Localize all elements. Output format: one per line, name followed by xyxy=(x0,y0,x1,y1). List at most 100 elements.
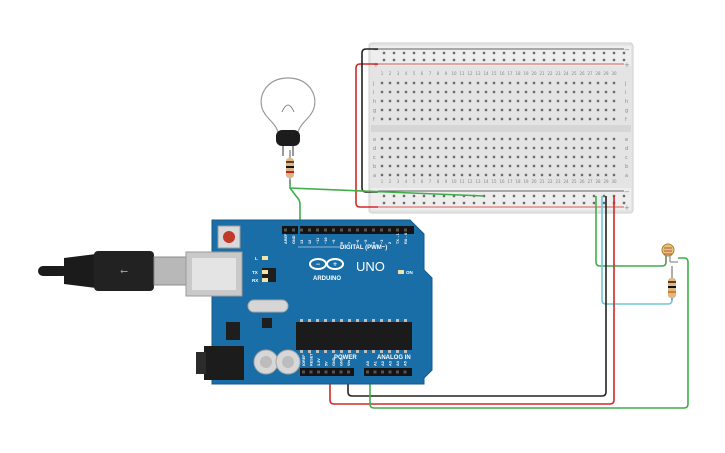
breadboard-hole[interactable] xyxy=(484,146,488,150)
breadboard-hole[interactable] xyxy=(460,146,464,150)
breadboard-hole[interactable] xyxy=(436,155,440,159)
breadboard-hole[interactable] xyxy=(596,164,600,168)
breadboard-hole[interactable] xyxy=(564,108,568,112)
rail-hole[interactable] xyxy=(482,58,486,62)
breadboard-hole[interactable] xyxy=(444,99,448,103)
rail-hole[interactable] xyxy=(492,58,496,62)
breadboard-hole[interactable] xyxy=(540,99,544,103)
rail-hole[interactable] xyxy=(422,201,426,205)
breadboard-hole[interactable] xyxy=(484,108,488,112)
breadboard-hole[interactable] xyxy=(444,117,448,121)
rail-hole[interactable] xyxy=(462,58,466,62)
breadboard-hole[interactable] xyxy=(556,99,560,103)
breadboard-hole[interactable] xyxy=(580,173,584,177)
green-a0-wire[interactable] xyxy=(369,257,689,409)
breadboard-hole[interactable] xyxy=(604,99,608,103)
rail-hole[interactable] xyxy=(392,194,396,198)
breadboard-hole[interactable] xyxy=(580,155,584,159)
breadboard-hole[interactable] xyxy=(500,164,504,168)
digital-header-left[interactable] xyxy=(282,226,298,234)
breadboard-hole[interactable] xyxy=(452,173,456,177)
rail-hole[interactable] xyxy=(582,51,586,55)
header-hole[interactable] xyxy=(309,370,313,374)
breadboard-hole[interactable] xyxy=(516,81,520,85)
header-hole[interactable] xyxy=(317,370,320,374)
breadboard-hole[interactable] xyxy=(412,164,416,168)
breadboard-hole[interactable] xyxy=(604,173,608,177)
rail-hole[interactable] xyxy=(512,58,516,62)
breadboard-hole[interactable] xyxy=(500,173,504,177)
header-hole[interactable] xyxy=(388,228,391,232)
breadboard-hole[interactable] xyxy=(468,173,472,177)
breadboard-hole[interactable] xyxy=(388,164,392,168)
breadboard-hole[interactable] xyxy=(388,173,392,177)
breadboard-hole[interactable] xyxy=(396,146,400,150)
breadboard-hole[interactable] xyxy=(444,164,448,168)
breadboard-hole[interactable] xyxy=(484,81,488,85)
breadboard-hole[interactable] xyxy=(396,117,400,121)
breadboard-hole[interactable] xyxy=(604,81,608,85)
header-hole[interactable] xyxy=(292,228,295,232)
breadboard-hole[interactable] xyxy=(484,137,488,141)
breadboard-hole[interactable] xyxy=(484,155,488,159)
header-hole[interactable] xyxy=(366,370,369,374)
rail-hole[interactable] xyxy=(612,51,616,55)
rail-hole[interactable] xyxy=(592,51,596,55)
breadboard-hole[interactable] xyxy=(436,146,440,150)
breadboard-hole[interactable] xyxy=(516,155,520,159)
rail-hole[interactable] xyxy=(502,58,506,62)
breadboard-hole[interactable] xyxy=(412,108,416,112)
breadboard-hole[interactable] xyxy=(452,90,456,94)
cyan-resistor-wire[interactable] xyxy=(601,196,673,305)
breadboard-hole[interactable] xyxy=(428,108,432,112)
breadboard-hole[interactable] xyxy=(388,117,392,121)
analog-header[interactable] xyxy=(364,368,412,376)
breadboard-hole[interactable] xyxy=(588,164,592,168)
rail-hole[interactable] xyxy=(572,51,576,55)
rail-hole[interactable] xyxy=(512,194,516,198)
red-5v-wire[interactable] xyxy=(329,196,615,405)
breadboard-hole[interactable] xyxy=(556,146,560,150)
green-pin13-wire[interactable] xyxy=(289,187,301,228)
breadboard-hole[interactable] xyxy=(492,117,496,121)
breadboard-hole[interactable] xyxy=(476,173,480,177)
breadboard-hole[interactable] xyxy=(444,81,448,85)
breadboard-hole[interactable] xyxy=(572,173,576,177)
breadboard-hole[interactable] xyxy=(476,81,480,85)
breadboard-hole[interactable] xyxy=(532,108,536,112)
rail-hole[interactable] xyxy=(482,51,486,55)
breadboard-hole[interactable] xyxy=(540,155,544,159)
analog-header-holes[interactable] xyxy=(366,370,407,374)
breadboard-hole[interactable] xyxy=(420,90,424,94)
breadboard-hole[interactable] xyxy=(404,137,408,141)
breadboard-hole[interactable] xyxy=(380,108,384,112)
rail-hole[interactable] xyxy=(602,51,606,55)
breadboard-hole[interactable] xyxy=(572,99,576,103)
breadboard-hole[interactable] xyxy=(508,99,512,103)
breadboard-hole[interactable] xyxy=(564,81,568,85)
breadboard-hole[interactable] xyxy=(380,164,384,168)
breadboard-hole[interactable] xyxy=(412,81,416,85)
breadboard-hole[interactable] xyxy=(524,117,528,121)
breadboard-hole[interactable] xyxy=(388,137,392,141)
rail-hole[interactable] xyxy=(462,51,466,55)
breadboard-hole[interactable] xyxy=(484,173,488,177)
rail-hole[interactable] xyxy=(432,58,436,62)
breadboard-hole[interactable] xyxy=(460,90,464,94)
header-hole[interactable] xyxy=(332,370,335,374)
breadboard-hole[interactable] xyxy=(532,81,536,85)
breadboard-hole[interactable] xyxy=(412,99,416,103)
rail-hole[interactable] xyxy=(462,201,466,205)
rail-hole[interactable] xyxy=(582,58,586,62)
breadboard-hole[interactable] xyxy=(420,117,424,121)
light-bulb[interactable] xyxy=(260,77,316,156)
breadboard-hole[interactable] xyxy=(612,137,616,141)
header-hole[interactable] xyxy=(396,370,399,374)
breadboard-hole[interactable] xyxy=(404,81,408,85)
rail-hole[interactable] xyxy=(442,194,446,198)
breadboard-hole[interactable] xyxy=(572,108,576,112)
breadboard-hole[interactable] xyxy=(524,81,528,85)
header-hole[interactable] xyxy=(308,228,311,232)
breadboard-hole[interactable] xyxy=(516,146,520,150)
header-hole[interactable] xyxy=(381,370,384,374)
